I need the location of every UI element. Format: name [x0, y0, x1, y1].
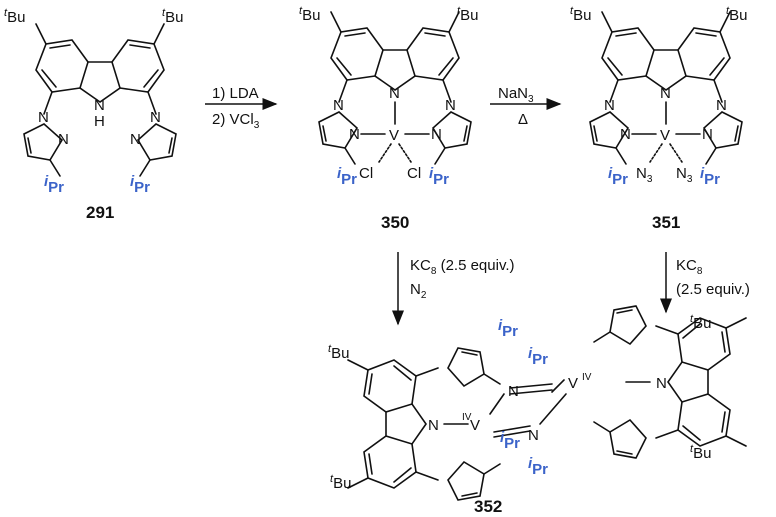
oxidation-state-right: IV: [582, 372, 592, 383]
tbu-lower-right: tBu: [690, 443, 711, 462]
chloride-left: Cl: [359, 165, 373, 182]
compound-351: N V N N N N N3 N3 tBu tBu iPr iPr 351: [570, 5, 747, 232]
pyrazole-n2-right: N: [702, 126, 713, 143]
ipr-top: iPr: [498, 317, 518, 340]
ipr-left: iPr: [337, 165, 357, 188]
pyrazole-n1-right: N: [445, 97, 456, 114]
tbu-upper-right: tBu: [690, 313, 711, 332]
compound-label-291: 291: [86, 203, 114, 222]
ipr-right: iPr: [700, 165, 720, 188]
compound-291: N H N N N N tBu tBu iPr iPr 291: [4, 7, 183, 222]
condition-lda: 1) LDA: [212, 85, 259, 102]
carbazole-n-left: N: [428, 417, 439, 434]
ipr-upper-middle: iPr: [528, 345, 548, 368]
vanadium-left: V: [470, 417, 480, 434]
condition-kc8-b: KC8: [676, 257, 703, 277]
condition-n2: N2: [410, 281, 427, 301]
nh-nitrogen: N: [94, 97, 105, 114]
condition-equiv-b: (2.5 equiv.): [676, 281, 750, 298]
tbu-left: tBu: [4, 7, 25, 26]
condition-heat: Δ: [518, 111, 528, 128]
bridging-n-2: N: [528, 427, 539, 444]
compound-label-351: 351: [652, 213, 680, 232]
pyrazole-n2-left: N: [620, 126, 631, 143]
pyrazole-n1-left: N: [38, 109, 49, 126]
azide-right: N3: [676, 165, 693, 185]
azide-left: N3: [636, 165, 653, 185]
carbazole-nitrogen: N: [660, 85, 671, 102]
condition-vcl3: 2) VCl3: [212, 111, 260, 131]
compound-label-352: 352: [474, 497, 502, 516]
carbazole-nitrogen: N: [389, 85, 400, 102]
condition-nan3: NaN3: [498, 85, 534, 105]
compound-350: N V N N N N Cl Cl tBu tBu iPr iPr 350: [299, 5, 478, 232]
ipr-lower-middle: iPr: [500, 429, 520, 452]
vanadium-right: V: [568, 375, 578, 392]
vanadium: V: [660, 127, 670, 144]
condition-kc8-a: KC8 (2.5 equiv.): [410, 257, 515, 277]
pyrazole-n2-left: N: [349, 126, 360, 143]
tbu-upper-left: tBu: [328, 343, 349, 362]
ipr-left: iPr: [44, 173, 64, 196]
nh-hydrogen: H: [94, 113, 105, 130]
bridging-n-1: N: [508, 383, 519, 400]
pyrazole-n1-right: N: [150, 109, 161, 126]
vanadium: V: [389, 127, 399, 144]
tbu-right: tBu: [726, 5, 747, 24]
tbu-right: tBu: [457, 5, 478, 24]
tbu-right: tBu: [162, 7, 183, 26]
pyrazole-n2-left: N: [58, 131, 69, 148]
pyrazole-n2-right: N: [130, 131, 141, 148]
tbu-left: tBu: [570, 5, 591, 24]
ipr-right: iPr: [130, 173, 150, 196]
compound-label-350: 350: [381, 213, 409, 232]
tbu-lower-left: tBu: [330, 473, 351, 492]
oxidation-state-left: IV: [462, 412, 472, 423]
compound-352: V IV V IV N N N N tBu tBu tBu tBu iPr iP…: [328, 305, 747, 516]
ipr-left: iPr: [608, 165, 628, 188]
pyrazole-n1-left: N: [333, 97, 344, 114]
chloride-right: Cl: [407, 165, 421, 182]
pyrazole-n1-right: N: [716, 97, 727, 114]
pyrazole-n1-left: N: [604, 97, 615, 114]
tbu-left: tBu: [299, 5, 320, 24]
ipr-bottom: iPr: [528, 455, 548, 478]
pyrazole-n2-right: N: [431, 126, 442, 143]
ipr-right: iPr: [429, 165, 449, 188]
carbazole-n-right: N: [656, 375, 667, 392]
